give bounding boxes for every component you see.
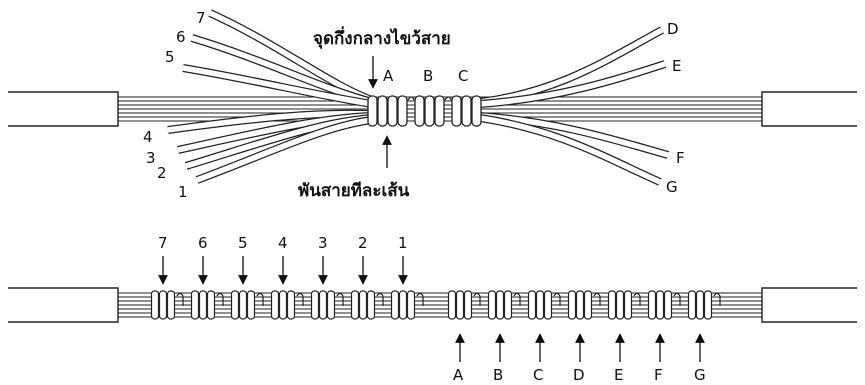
wrap-coil xyxy=(615,290,625,320)
wrap-coil xyxy=(198,290,208,320)
wrap-coil xyxy=(246,290,256,320)
wrap-coil xyxy=(655,290,665,320)
wrap-coil xyxy=(318,290,328,320)
wrap-coil xyxy=(527,290,537,320)
wrap-coil xyxy=(206,290,216,320)
wrap-coil xyxy=(487,290,497,320)
left-number-5: 5 xyxy=(165,48,175,66)
wrap-coil xyxy=(150,290,160,320)
wrap-coil xyxy=(238,290,248,320)
wrap-coil xyxy=(583,290,593,320)
wrap-coil xyxy=(543,290,553,320)
wrap-coil xyxy=(455,290,465,320)
wrap-coil xyxy=(607,290,617,320)
center-letter-b: B xyxy=(423,67,433,85)
wire-crossover xyxy=(376,292,384,306)
bottom-number-3: 3 xyxy=(318,234,328,252)
bottom-letter-d: D xyxy=(573,366,585,384)
bottom-letter-f: F xyxy=(654,366,663,384)
bottom-right-cable-jacket xyxy=(761,287,857,323)
wrap-coil xyxy=(567,290,577,320)
wire-crossover xyxy=(513,292,521,306)
bottom-number-1: 1 xyxy=(398,234,408,252)
left-number-7: 7 xyxy=(196,9,206,27)
wire-crossover xyxy=(416,292,424,306)
bottom-arrows xyxy=(158,256,705,362)
wire-crossover xyxy=(216,292,224,306)
left-number-2: 2 xyxy=(157,164,167,182)
bottom-number-7: 7 xyxy=(158,234,168,252)
top-diagram: จุดกึ่งกลางไขว้สาย พันสายทีละเส้น 1 2 3 … xyxy=(8,9,857,201)
wrap-coil xyxy=(463,290,473,320)
wire-crossover xyxy=(176,292,184,306)
bottom-letter-b: B xyxy=(493,366,503,384)
left-cable-jacket xyxy=(8,91,119,127)
wrap-coil xyxy=(575,290,585,320)
wire-crossover xyxy=(473,292,481,306)
wrap-coil xyxy=(326,290,336,320)
wrap-coil xyxy=(495,290,505,320)
bottom-letter-e: E xyxy=(614,366,623,384)
bottom-letter-c: C xyxy=(533,366,543,384)
wrap-coil xyxy=(286,290,296,320)
right-letter-f: F xyxy=(676,149,685,167)
wire-crossover xyxy=(593,292,601,306)
right-letter-e: E xyxy=(672,57,681,75)
bottom-left-cable-jacket xyxy=(8,287,119,323)
wrap-coil xyxy=(230,290,240,320)
wrap-coil xyxy=(503,290,513,320)
left-number-3: 3 xyxy=(146,149,156,167)
bottom-splice-wraps xyxy=(150,290,721,320)
wire-crossover xyxy=(713,292,721,306)
wrap-coil xyxy=(366,290,376,320)
wrap-coil xyxy=(647,290,657,320)
wrap-coil xyxy=(447,290,457,320)
wrap-coil xyxy=(695,290,705,320)
wrap-coil xyxy=(270,290,280,320)
wire-crossover xyxy=(673,292,681,306)
wire-crossover xyxy=(633,292,641,306)
left-number-4: 4 xyxy=(143,128,153,146)
center-letter-c: C xyxy=(458,67,468,85)
wire-crossover xyxy=(336,292,344,306)
wrap-coil xyxy=(278,290,288,320)
wire-crossover xyxy=(553,292,561,306)
left-fanned-wires xyxy=(167,9,374,184)
right-fanned-wires xyxy=(479,26,670,186)
wrap-coil xyxy=(623,290,633,320)
bottom-diagram: 7 6 5 4 3 2 1 A B C D E F G xyxy=(8,234,857,384)
wrap-coil xyxy=(398,290,408,320)
left-number-6: 6 xyxy=(176,28,186,46)
wire-crossover xyxy=(296,292,304,306)
wrap-coil xyxy=(190,290,200,320)
wrap-each-caption: พันสายทีละเส้น xyxy=(298,180,410,201)
wire-crossover xyxy=(256,292,264,306)
center-letter-a: A xyxy=(383,67,394,85)
bottom-number-6: 6 xyxy=(198,234,208,252)
bottom-letter-a: A xyxy=(453,366,464,384)
bottom-letter-g: G xyxy=(694,366,706,384)
bottom-number-5: 5 xyxy=(238,234,248,252)
right-letter-g: G xyxy=(666,178,678,196)
right-cable-jacket xyxy=(761,91,857,127)
wrap-coil xyxy=(358,290,368,320)
wrap-coil xyxy=(535,290,545,320)
wrap-coil xyxy=(406,290,416,320)
wrap-coil xyxy=(663,290,673,320)
left-number-1: 1 xyxy=(178,183,188,201)
bottom-number-2: 2 xyxy=(358,234,368,252)
wrap-coil xyxy=(350,290,360,320)
bottom-number-4: 4 xyxy=(278,234,288,252)
wrap-coil xyxy=(703,290,713,320)
wrap-coil xyxy=(687,290,697,320)
wrap-coil xyxy=(390,290,400,320)
top-splice-wraps xyxy=(367,95,482,127)
wrap-coil xyxy=(310,290,320,320)
splice-center-caption: จุดกึ่งกลางไขว้สาย xyxy=(313,26,451,49)
right-letter-d: D xyxy=(667,20,679,38)
wrap-coil xyxy=(166,290,176,320)
wrap-coil xyxy=(158,290,168,320)
